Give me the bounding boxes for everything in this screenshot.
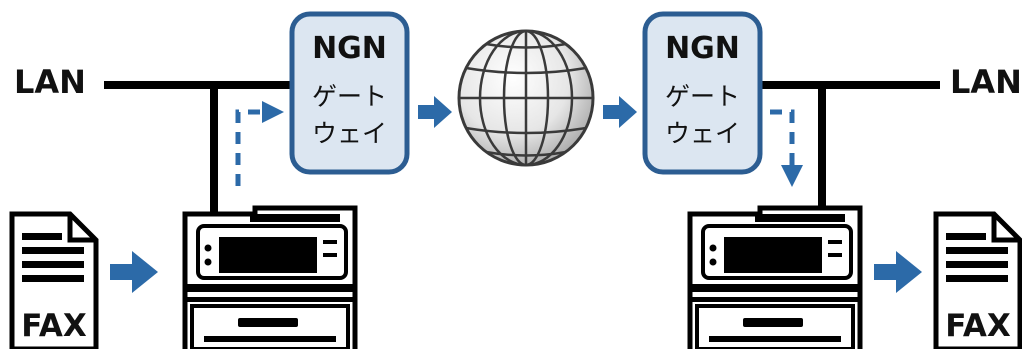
right-gateway-line2: ウェイ <box>665 119 740 148</box>
arrow-to-internet <box>418 96 452 128</box>
right-gateway-line1: ゲート <box>665 82 740 111</box>
sender-printer-icon <box>182 205 358 351</box>
left-gateway-title: NGN <box>312 31 387 66</box>
left-fax-label: FAX <box>21 308 87 344</box>
left-lan-line <box>104 81 292 214</box>
left-ngn-gateway: NGN ゲート ウェイ <box>289 11 410 175</box>
right-lan-label: LAN <box>950 63 1022 101</box>
left-lan-label: LAN <box>14 63 86 101</box>
right-ngn-gateway: NGN ゲート ウェイ <box>642 11 763 175</box>
right-fax-document-icon: FAX <box>933 211 1022 352</box>
globe-icon <box>457 29 595 167</box>
left-gateway-line2: ウェイ <box>312 119 387 148</box>
right-dashed-arrow <box>770 109 803 187</box>
arrow-from-internet <box>603 96 637 128</box>
receiver-printer-icon <box>687 205 863 351</box>
arrow-printer-to-doc <box>874 251 922 293</box>
right-lan-line <box>760 81 940 214</box>
arrow-doc-to-printer <box>110 251 158 293</box>
left-dashed-arrow <box>235 101 284 186</box>
right-gateway-title: NGN <box>665 31 740 66</box>
left-gateway-line1: ゲート <box>312 82 387 111</box>
left-fax-document-icon: FAX <box>9 211 99 352</box>
right-fax-label: FAX <box>945 308 1011 344</box>
